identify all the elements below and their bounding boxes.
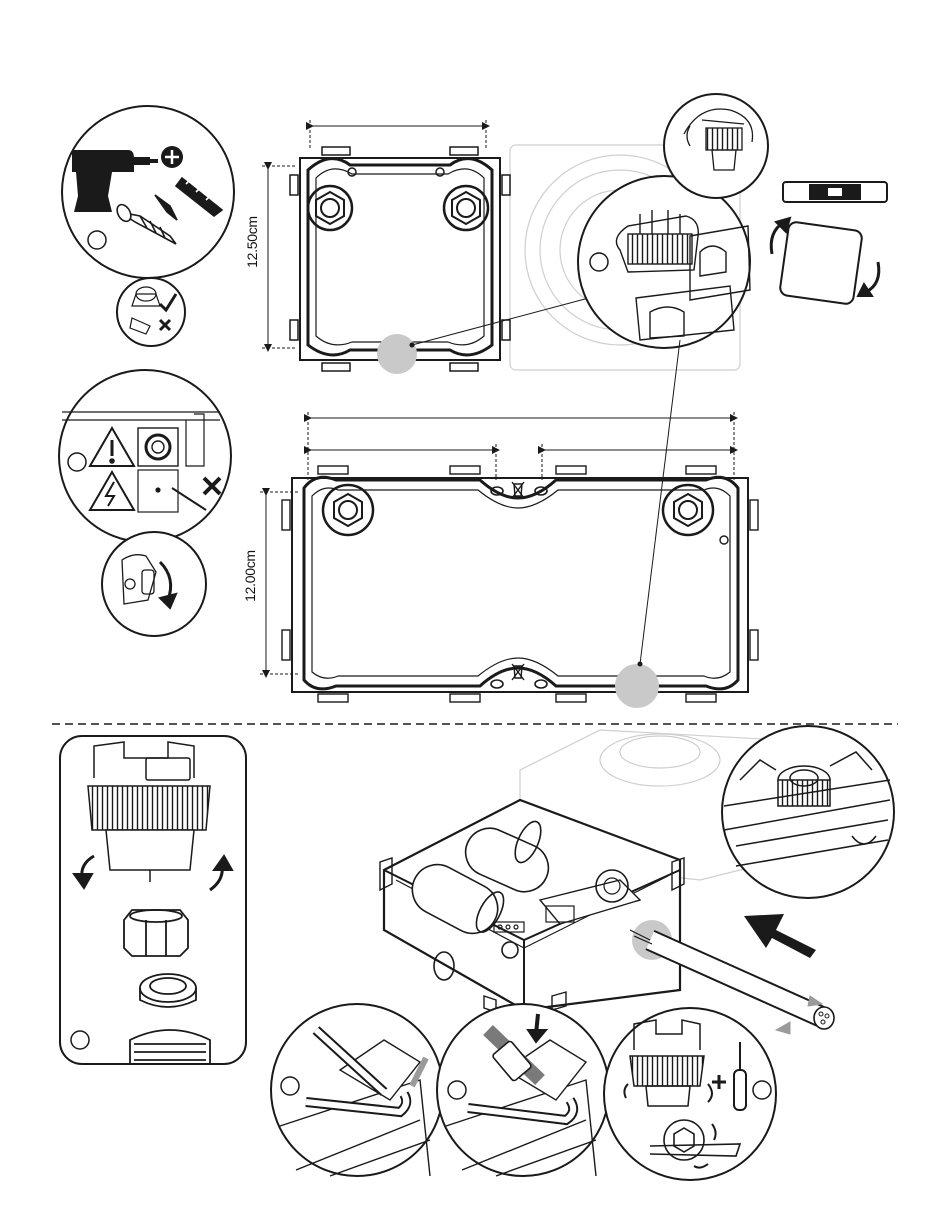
hand-tighten-circle [664, 94, 768, 198]
rotate-square-icon [771, 218, 879, 305]
gland-exploded-panel [60, 736, 246, 1064]
step-circle-2 [437, 1004, 609, 1176]
weee-bin-icon [512, 482, 524, 498]
detail-highlight-spot [377, 334, 417, 374]
weee-bin-icon-bottom [512, 664, 524, 680]
detail-zoom-circle-bottom [722, 726, 894, 898]
small-box-height-label: 12.50cm [244, 212, 260, 272]
detail-highlight-spot [615, 664, 659, 708]
anchor-check-circle [117, 278, 185, 346]
large-box-top-view [282, 466, 758, 708]
spirit-level-icon [783, 182, 887, 202]
large-box-height-label: 12.00cm [242, 546, 258, 606]
insert-arrow [744, 914, 816, 958]
detail-zoom-circle-top [578, 176, 750, 348]
rotate-right-arrow [866, 262, 879, 292]
warning-circle [59, 370, 231, 542]
phillips-bit-icon [161, 146, 183, 168]
lever-rotate-circle [102, 532, 206, 636]
step-circle-3 [604, 1008, 776, 1180]
gland-nut [124, 910, 188, 956]
tools-circle [62, 106, 234, 278]
step-circle-1 [271, 1004, 443, 1176]
